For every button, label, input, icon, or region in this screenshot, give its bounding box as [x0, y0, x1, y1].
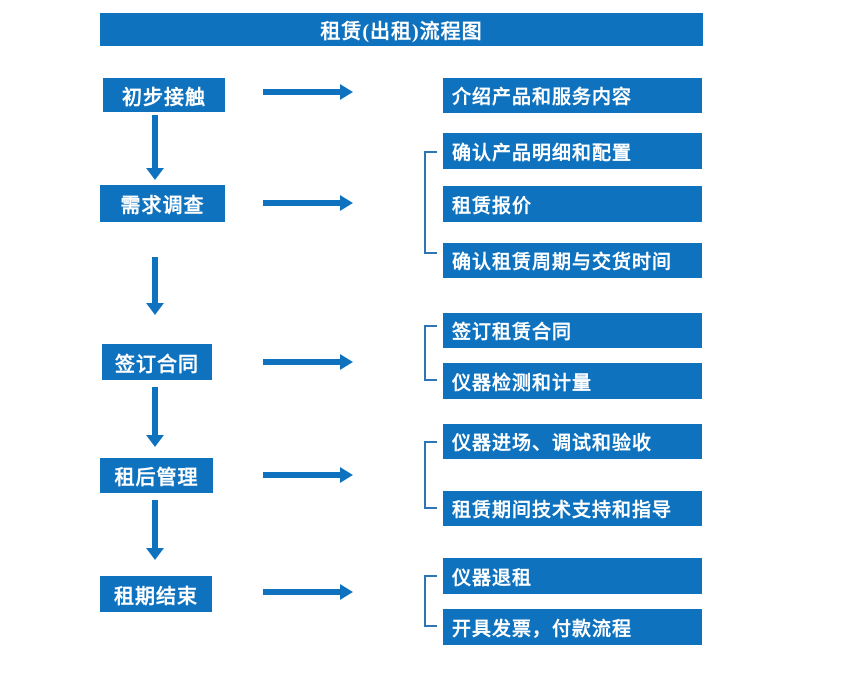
- down-arrow-stem: [152, 387, 158, 436]
- detail-box-introduce-products-services: 介绍产品和服务内容: [443, 78, 702, 113]
- down-arrow-icon: [146, 500, 164, 560]
- group-bracket: [424, 325, 437, 381]
- right-arrow-icon: [263, 467, 353, 483]
- right-arrow-head: [340, 467, 353, 483]
- detail-box-confirm-product-details: 确认产品明细和配置: [443, 133, 702, 169]
- right-arrow-icon: [263, 584, 353, 600]
- group-bracket: [424, 151, 437, 254]
- group-bracket: [424, 575, 437, 627]
- down-arrow-stem: [152, 257, 158, 304]
- right-arrow-stem: [263, 359, 341, 365]
- right-arrow-stem: [263, 472, 341, 478]
- down-arrow-head: [146, 435, 164, 447]
- detail-box-confirm-rental-period-delivery: 确认租赁周期与交货时间: [443, 243, 702, 278]
- right-arrow-head: [340, 354, 353, 370]
- stage-box-demand-survey: 需求调查: [100, 185, 225, 222]
- stage-box-initial-contact: 初步接触: [103, 78, 225, 112]
- right-arrow-stem: [263, 200, 341, 206]
- down-arrow-stem: [152, 500, 158, 549]
- detail-box-instrument-testing-metering: 仪器检测和计量: [443, 363, 702, 399]
- down-arrow-head: [146, 303, 164, 315]
- down-arrow-icon: [146, 257, 164, 315]
- detail-box-instrument-entry-debug-acceptance: 仪器进场、调试和验收: [443, 424, 702, 459]
- detail-box-sign-rental-contract: 签订租赁合同: [443, 313, 702, 348]
- down-arrow-head: [146, 168, 164, 180]
- down-arrow-head: [146, 548, 164, 560]
- stage-box-rental-end: 租期结束: [100, 576, 212, 612]
- detail-box-invoice-payment-process: 开具发票，付款流程: [443, 609, 702, 645]
- right-arrow-stem: [263, 589, 341, 595]
- detail-box-instrument-return: 仪器退租: [443, 558, 702, 594]
- down-arrow-stem: [152, 115, 158, 169]
- right-arrow-head: [340, 584, 353, 600]
- right-arrow-icon: [263, 354, 353, 370]
- stage-box-sign-contract: 签订合同: [102, 344, 212, 380]
- detail-box-rental-quotation: 租赁报价: [443, 186, 702, 222]
- right-arrow-icon: [263, 84, 353, 100]
- group-bracket: [424, 441, 437, 509]
- right-arrow-head: [340, 84, 353, 100]
- stage-box-post-rental-management: 租后管理: [100, 458, 213, 493]
- right-arrow-icon: [263, 195, 353, 211]
- detail-box-technical-support-guidance: 租赁期间技术支持和指导: [443, 491, 702, 526]
- down-arrow-icon: [146, 115, 164, 180]
- right-arrow-stem: [263, 89, 341, 95]
- flowchart-title: 租赁(出租)流程图: [100, 13, 703, 46]
- down-arrow-icon: [146, 387, 164, 447]
- right-arrow-head: [340, 195, 353, 211]
